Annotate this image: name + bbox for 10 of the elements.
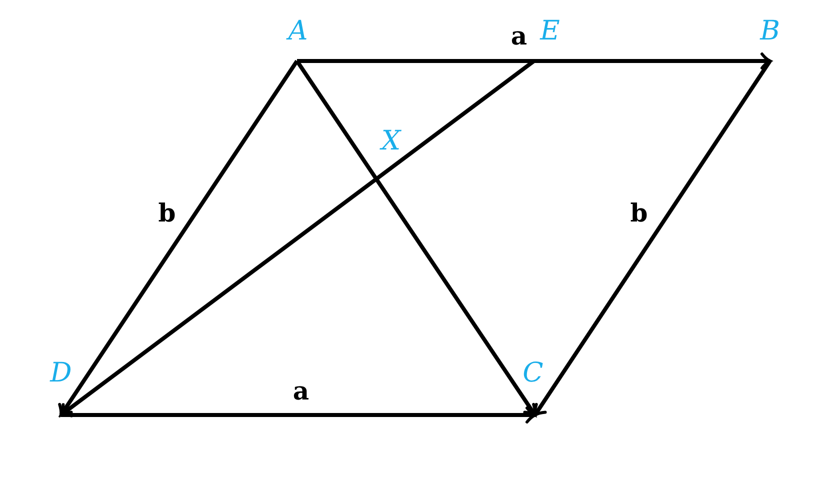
point-label: B: [760, 18, 780, 44]
vector-label: a: [292, 378, 310, 404]
point-label: A: [288, 18, 308, 44]
point-label: D: [50, 360, 72, 386]
vector-label: b: [630, 200, 648, 226]
vector-label: a: [510, 24, 528, 48]
point-label: X: [381, 128, 401, 154]
vector-label: b: [158, 200, 176, 226]
point-label: E: [540, 18, 560, 44]
point-label: C: [522, 360, 544, 386]
